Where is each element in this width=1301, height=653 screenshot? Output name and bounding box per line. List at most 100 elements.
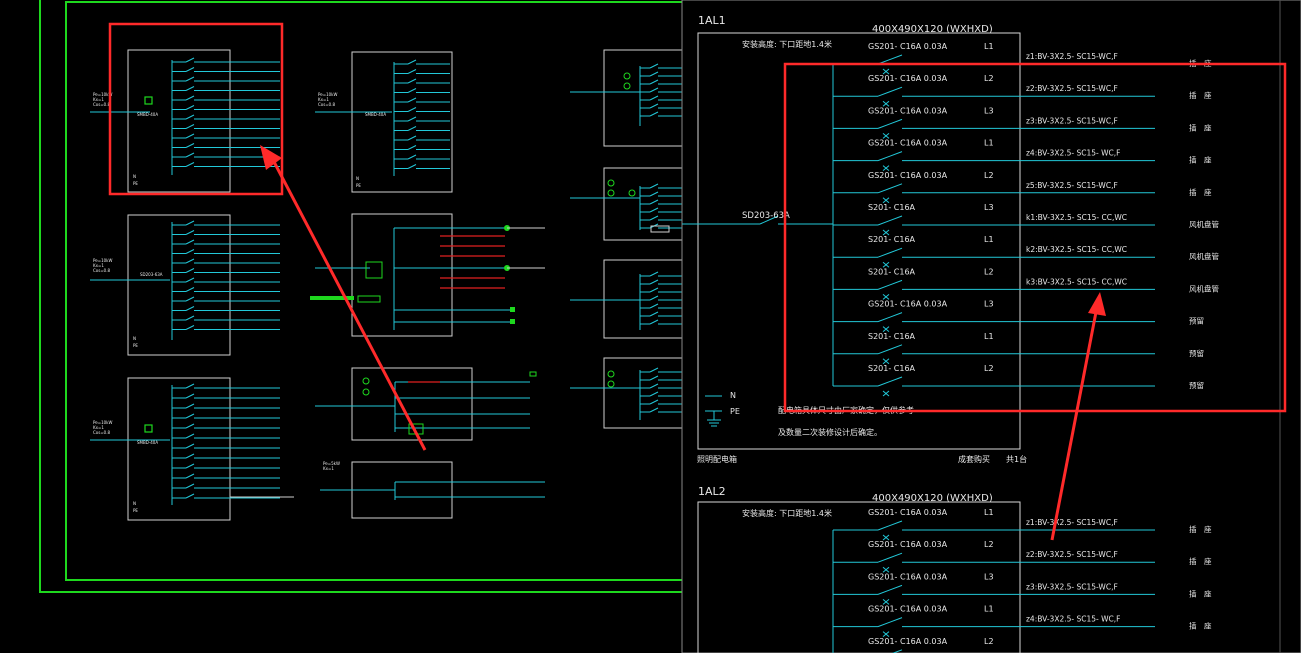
breaker-label: GS201- C16A 0.03A <box>868 508 948 517</box>
load-label: 插 座 <box>1189 524 1212 534</box>
cable-spec-label: k1:BV-3X2.5- SC15- CC,WC <box>1026 213 1127 222</box>
cable-spec-label: z1:BV-3X2.5- SC15-WC,F <box>1026 518 1118 527</box>
svg-text:Kx=1: Kx=1 <box>323 466 334 471</box>
breaker-label: S201- C16A <box>868 235 916 244</box>
load-label: 预留 <box>1189 380 1204 390</box>
panel-g: Pe=5kW Kx=1 <box>320 461 545 519</box>
svg-text:Kx=1: Kx=1 <box>93 97 104 102</box>
breaker-label: S201- C16A <box>868 332 916 341</box>
cable-spec-label: k2:BV-3X2.5- SC15- CC,WC <box>1026 245 1127 254</box>
phase-label: L2 <box>984 74 994 83</box>
svg-text:Cos=0.8: Cos=0.8 <box>93 268 110 273</box>
svg-text:Kx=1: Kx=1 <box>318 97 329 102</box>
panel-c: Pe=10kW Kx=1 Cos=0.8 SMBD-40A N PE <box>90 377 294 521</box>
panel-f <box>315 367 537 441</box>
svg-text:Pe=10kW: Pe=10kW <box>318 92 337 97</box>
panel-d: Pe=10kW Kx=1 Cos=0.8 SMBD-40A N PE <box>315 51 453 193</box>
load-label: 插 座 <box>1189 155 1212 165</box>
phase-label: L1 <box>984 332 994 341</box>
arrow-to-circuits-icon <box>1050 292 1106 541</box>
svg-text:PE: PE <box>133 181 138 186</box>
breaker-label: GS201- C16A 0.03A <box>868 572 948 581</box>
ground-icon <box>707 411 721 427</box>
panel-b-main-mcb: SD203-63A <box>140 272 163 277</box>
main-breaker-label: SD203-63A <box>742 211 790 221</box>
svg-text:PE: PE <box>133 343 138 348</box>
breaker-label: S201- C16A <box>868 364 916 373</box>
load-label: 插 座 <box>1189 122 1212 132</box>
svg-text:Cos=0.8: Cos=0.8 <box>93 102 110 107</box>
load-label: 风机盘管 <box>1189 251 1219 261</box>
phase-label: L1 <box>984 139 994 148</box>
panel-1al1-install-note: 安装高度: 下口距地1.4米 <box>742 39 832 49</box>
load-label: 插 座 <box>1189 187 1212 197</box>
panel-1al1-footer-right: 成套购买 共1台 <box>958 454 1027 464</box>
panel-b-branch-rows <box>172 220 280 330</box>
load-label: 预留 <box>1189 348 1204 358</box>
phase-label: L3 <box>984 300 994 309</box>
circuit-row: GS201- C16A 0.03A L1 z4:BV-3X2.5- SC15- WC… <box>833 139 1212 171</box>
breaker-label: GS201- C16A 0.03A <box>868 74 948 83</box>
load-label: 插 座 <box>1189 90 1212 100</box>
svg-text:N: N <box>356 176 359 181</box>
panel-c-branch-rows <box>172 383 280 499</box>
panel-1al2-title: 1AL2 <box>698 485 726 498</box>
pe-label: PE <box>730 407 740 416</box>
breaker-label: GS201- C16A 0.03A <box>868 605 948 614</box>
cable-spec-label: k3:BV-3X2.5- SC15- CC,WC <box>1026 277 1127 286</box>
cable-spec-label: z4:BV-3X2.5- SC15- WC,F <box>1026 615 1120 624</box>
load-label: 插 座 <box>1189 556 1212 566</box>
panel-a: Pe=10kW Kx=1 Cos=0.8 SMBD-40A N PE <box>90 49 280 193</box>
panel-1al2-enclosure <box>697 501 1021 653</box>
breaker-label: GS201- C16A 0.03A <box>868 139 948 148</box>
cable-spec-label: z3:BV-3X2.5- SC15-WC,F <box>1026 582 1118 591</box>
breaker-label: GS201- C16A 0.03A <box>868 106 948 115</box>
circuit-row: GS201- C16A 0.03A L1 z1:BV-3X2.5- SC15-WC,… <box>833 508 1212 541</box>
note-line-2: 及数量二次装修设计后确定。 <box>778 427 882 437</box>
panel-1al1-enclosure <box>697 32 1021 450</box>
svg-text:N: N <box>133 174 136 179</box>
cable-spec-label: z4:BV-3X2.5- SC15- WC,F <box>1026 149 1120 158</box>
phase-label: L2 <box>984 171 994 180</box>
panel-1al1-title: 1AL1 <box>698 14 726 27</box>
svg-text:PE: PE <box>133 508 138 513</box>
circuit-row: GS201- C16A 0.03A L2 z2:BV-3X2.5- SC15-WC,… <box>833 540 1212 573</box>
neutral-label: N <box>730 391 736 400</box>
phase-label: L3 <box>984 203 994 212</box>
highlight-annotations <box>108 22 1287 541</box>
svg-text:Cos=0.8: Cos=0.8 <box>93 430 110 435</box>
panel-i <box>570 167 685 241</box>
circuit-rows-1al2: GS201- C16A 0.03A L1 z1:BV-3X2.5- SC15-WC,… <box>833 508 1212 653</box>
panel-1al2-install-note: 安装高度: 下口距地1.4米 <box>742 508 832 518</box>
panel-e <box>310 213 545 337</box>
panel-k <box>570 357 685 429</box>
panel-a-main-mcb: SMBD-40A <box>137 112 158 117</box>
panel-h <box>570 49 685 147</box>
load-label: 预留 <box>1189 316 1204 326</box>
cable-spec-label: z2:BV-3X2.5- SC15-WC,F <box>1026 550 1118 559</box>
breaker-label: GS201- C16A 0.03A <box>868 540 948 549</box>
svg-text:N: N <box>133 501 136 506</box>
svg-text:PE: PE <box>356 183 361 188</box>
highlight-box-circuits <box>783 62 1287 413</box>
svg-text:Kx=1: Kx=1 <box>93 263 104 268</box>
load-label: 插 座 <box>1189 588 1212 598</box>
breaker-label: S201- C16A <box>868 267 916 276</box>
panel-b: Pe=10kW Kx=1 Cos=0.8 SD203-63A N PE <box>90 214 280 356</box>
cable-spec-label: z3:BV-3X2.5- SC15-WC,F <box>1026 116 1118 125</box>
svg-text:N: N <box>133 336 136 341</box>
phase-label: L1 <box>984 508 994 517</box>
schematic-1al2: 1AL2 400X490X120 (WXHXD) 安装高度: 下口距地1.4米 … <box>697 485 1212 653</box>
breaker-label: GS201- C16A 0.03A <box>868 171 948 180</box>
phase-label: L2 <box>984 540 994 549</box>
highlight-box-overview <box>108 22 284 196</box>
breaker-label: GS201- C16A 0.03A <box>868 300 948 309</box>
svg-text:Cos=0.8: Cos=0.8 <box>318 102 335 107</box>
circuit-row: GS201- C16A 0.03A L3 预留 <box>833 300 1204 332</box>
